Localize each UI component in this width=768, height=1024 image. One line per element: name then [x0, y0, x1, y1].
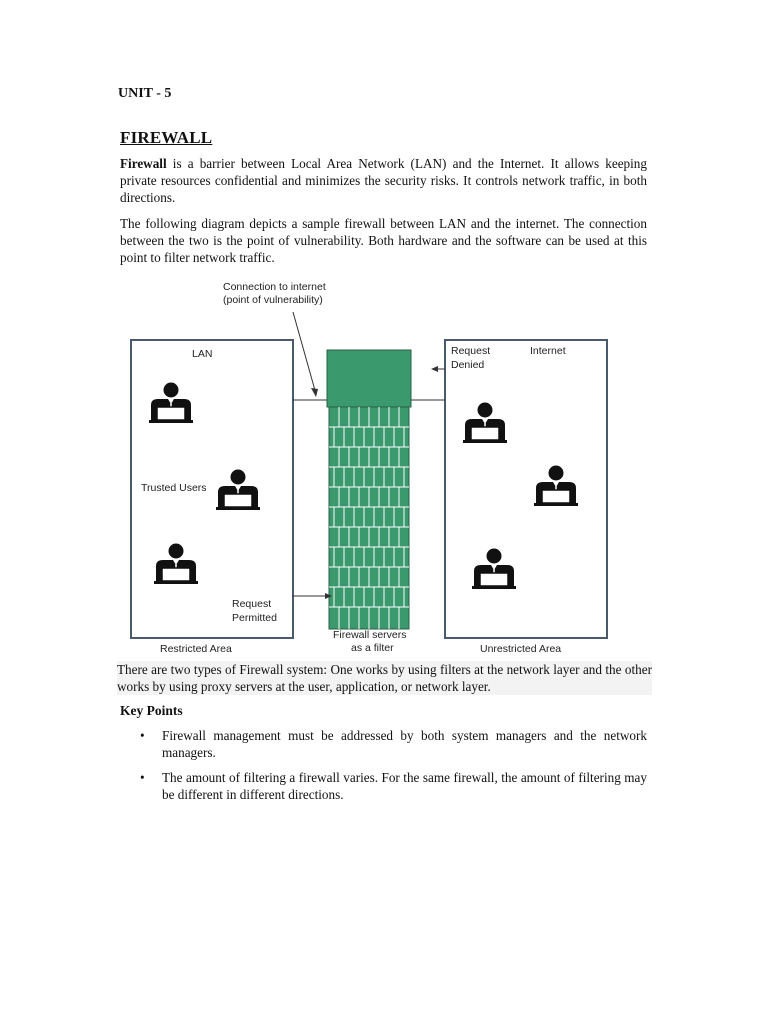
unrestricted-area-label: Unrestricted Area: [480, 643, 561, 655]
internet-user-icon: [463, 403, 507, 444]
lan-user-icon: [149, 383, 193, 424]
firewall-label-line2: as a filter: [351, 642, 394, 654]
lan-user-icon: [216, 470, 260, 511]
request-permitted-label-line1: Request: [232, 598, 271, 610]
key-points-list: • Firewall management must be addressed b…: [140, 727, 647, 811]
internet-user-icon: [472, 549, 516, 590]
key-points-heading: Key Points: [120, 703, 183, 719]
restricted-area-label: Restricted Area: [160, 643, 232, 655]
trusted-users-label: Trusted Users: [141, 482, 207, 494]
firewall-label-line1: Firewall servers: [333, 629, 407, 641]
connection-label-line1: Connection to internet: [223, 281, 326, 293]
request-permitted-arrow: [292, 593, 332, 599]
connection-label-line2: (point of vulnerability): [223, 294, 323, 306]
bullet-icon: •: [140, 769, 145, 786]
firewall-brick-wall: [329, 407, 409, 629]
internet-user-icon: [534, 466, 578, 507]
firewall-top-block: [327, 350, 411, 407]
bullet-icon: •: [140, 727, 145, 744]
key-point-text: Firewall management must be addressed by…: [162, 728, 647, 760]
lan-user-icon: [154, 544, 198, 585]
key-point-text: The amount of filtering a firewall varie…: [162, 770, 647, 802]
lan-label: LAN: [192, 348, 212, 360]
request-denied-arrow: [431, 366, 445, 372]
request-denied-label-line1: Request: [451, 345, 490, 357]
request-denied-label-line2: Denied: [451, 359, 484, 371]
request-permitted-label-line2: Permitted: [232, 612, 277, 624]
internet-box: [445, 340, 607, 638]
firewall-types-paragraph: There are two types of Firewall system: …: [117, 661, 652, 695]
vulnerability-arrow: [293, 312, 318, 397]
list-item: • Firewall management must be addressed b…: [140, 727, 647, 761]
internet-label: Internet: [530, 345, 566, 357]
list-item: • The amount of filtering a firewall vari…: [140, 769, 647, 803]
